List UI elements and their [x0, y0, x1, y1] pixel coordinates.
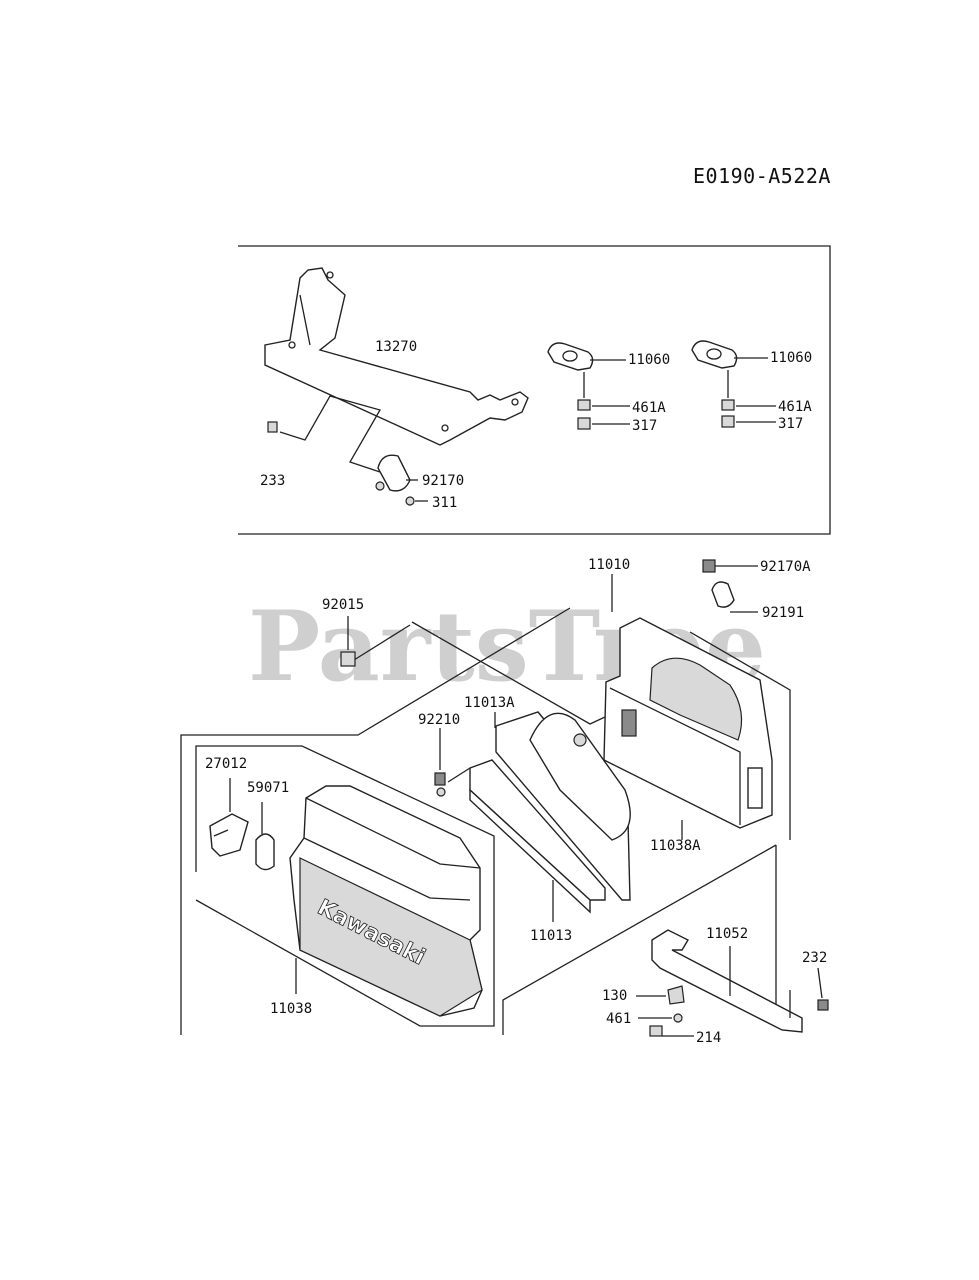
- label-11013a: 11013A: [464, 695, 515, 711]
- screw-92210-drawing: [434, 772, 446, 797]
- nut-233-drawing: [267, 421, 278, 433]
- washer-461-drawing: [673, 1013, 683, 1023]
- clip-92191-drawing: [711, 581, 735, 608]
- bracket-13270-drawing: [264, 267, 529, 446]
- label-11038a: 11038A: [650, 838, 701, 854]
- label-214: 214: [696, 1030, 721, 1046]
- label-27012: 27012: [205, 756, 247, 772]
- nut-92015-drawing: [340, 651, 356, 667]
- clamp-92170-drawing: [375, 454, 411, 492]
- bracket-11052-drawing: [651, 929, 803, 1033]
- label-130: 130: [602, 988, 627, 1004]
- label-59071: 59071: [247, 780, 289, 796]
- air-cleaner-base-drawing: [603, 617, 773, 829]
- label-461a-left: 461A: [632, 400, 666, 416]
- label-92191: 92191: [762, 605, 804, 621]
- label-11013: 11013: [530, 928, 572, 944]
- label-11060-right: 11060: [770, 350, 812, 366]
- label-317-right: 317: [778, 416, 803, 432]
- gasket-11060-left-drawing: [547, 342, 594, 371]
- label-92015: 92015: [322, 597, 364, 613]
- nuts-461a-317-drawing: [577, 399, 735, 430]
- screw-92170a-drawing: [702, 559, 716, 573]
- clip-59071-drawing: [255, 833, 275, 871]
- label-11060-left: 11060: [628, 352, 670, 368]
- label-233: 233: [260, 473, 285, 489]
- label-317-left: 317: [632, 418, 657, 434]
- label-11052: 11052: [706, 926, 748, 942]
- bolt-232-drawing: [817, 999, 829, 1011]
- label-92170a: 92170A: [760, 559, 811, 575]
- label-13270: 13270: [375, 339, 417, 355]
- label-92170: 92170: [422, 473, 464, 489]
- gasket-11060-right-drawing: [691, 340, 738, 369]
- label-461: 461: [606, 1011, 631, 1027]
- diagram-code: E0190-A522A: [693, 164, 831, 188]
- nut-311-drawing: [405, 496, 415, 506]
- label-92210: 92210: [418, 712, 460, 728]
- latch-27012-drawing: [209, 813, 249, 857]
- grease-fitting-130-drawing: [667, 985, 685, 1005]
- upper-group-frame: [238, 245, 831, 535]
- cover-11038-drawing: Kawasaki: [289, 785, 483, 1017]
- filter-11013-drawing: [469, 759, 606, 914]
- filter-11013a-drawing: [495, 711, 631, 901]
- label-232: 232: [802, 950, 827, 966]
- label-11038: 11038: [270, 1001, 312, 1017]
- label-461a-right: 461A: [778, 399, 812, 415]
- bolt-214-drawing: [649, 1025, 663, 1037]
- label-311: 311: [432, 495, 457, 511]
- label-11010: 11010: [588, 557, 630, 573]
